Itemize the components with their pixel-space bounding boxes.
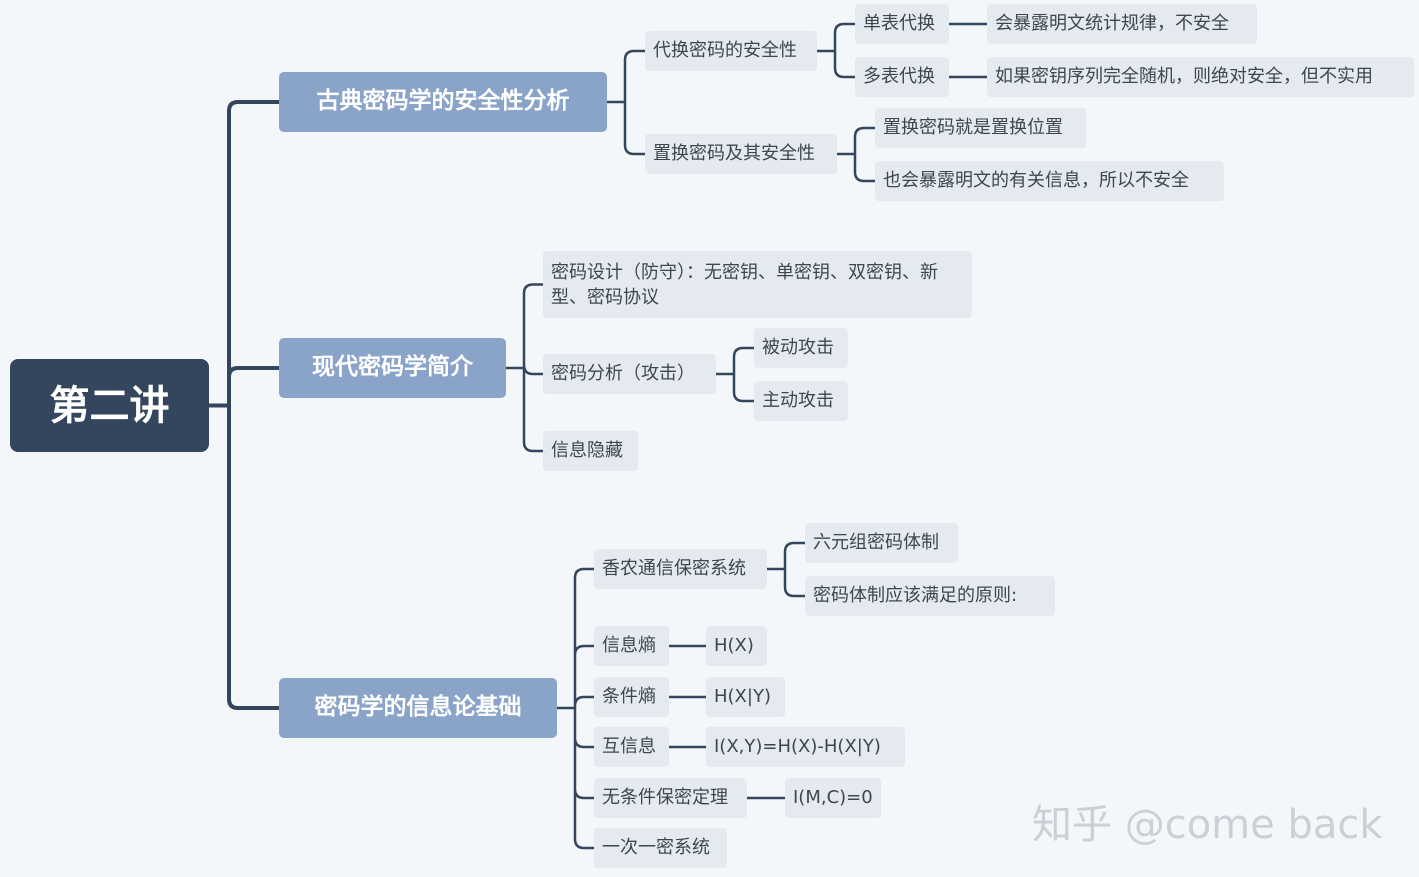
node-polyalphabetic-note[interactable]: 如果密钥序列完全随机，则绝对安全，但不实用 xyxy=(987,57,1414,97)
watermark-text: 知乎 @come back xyxy=(1032,802,1383,848)
connector-root xyxy=(207,100,281,710)
node-conditional-entropy[interactable]: 条件熵 xyxy=(594,677,669,717)
connector-modern xyxy=(504,283,545,453)
node-unconditional-secrecy[interactable]: 无条件保密定理 xyxy=(594,778,747,818)
node-six-tuple[interactable]: 六元组密码体制 xyxy=(805,523,958,563)
connector-transposition xyxy=(835,126,877,183)
branch-information-theory[interactable]: 密码学的信息论基础 xyxy=(279,678,557,738)
node-transposition-definition[interactable]: 置换密码就是置换位置 xyxy=(875,108,1086,148)
node-substitution-security[interactable]: 代换密码的安全性 xyxy=(645,31,817,71)
node-cryptanalysis[interactable]: 密码分析（攻击） xyxy=(543,354,716,394)
node-cipher-principles[interactable]: 密码体制应该满足的原则: xyxy=(805,576,1055,616)
node-passive-attack[interactable]: 被动攻击 xyxy=(754,328,848,368)
node-monoalphabetic[interactable]: 单表代换 xyxy=(855,4,949,44)
node-mutual-information-formula[interactable]: I(X,Y)=H(X)-H(X|Y) xyxy=(706,727,905,767)
connector-information-theory xyxy=(555,567,596,850)
node-shannon-system[interactable]: 香农通信保密系统 xyxy=(594,549,767,589)
node-entropy-formula[interactable]: H(X) xyxy=(706,626,767,666)
node-information-hiding[interactable]: 信息隐藏 xyxy=(543,431,638,471)
branch-classical-security[interactable]: 古典密码学的安全性分析 xyxy=(279,72,607,132)
node-mutual-information[interactable]: 互信息 xyxy=(594,727,669,767)
node-active-attack[interactable]: 主动攻击 xyxy=(754,381,848,421)
connector-substitution xyxy=(815,22,857,79)
node-polyalphabetic[interactable]: 多表代换 xyxy=(855,57,949,97)
node-unconditional-secrecy-formula[interactable]: I(M,C)=0 xyxy=(785,778,881,818)
node-cipher-design[interactable]: 密码设计（防守）：无密钥、单密钥、双密钥、新型、密码协议 xyxy=(543,251,972,318)
connector-shannon xyxy=(765,541,807,598)
node-one-time-pad[interactable]: 一次一密系统 xyxy=(594,828,727,868)
connector-cryptanalysis xyxy=(714,346,756,403)
node-monoalphabetic-note[interactable]: 会暴露明文统计规律，不安全 xyxy=(987,4,1257,44)
node-entropy[interactable]: 信息熵 xyxy=(594,626,669,666)
node-transposition-security[interactable]: 置换密码及其安全性 xyxy=(645,134,837,174)
node-transposition-note[interactable]: 也会暴露明文的有关信息，所以不安全 xyxy=(875,161,1224,201)
node-conditional-entropy-formula[interactable]: H(X|Y) xyxy=(706,677,785,717)
root-node[interactable]: 第二讲 xyxy=(10,359,209,452)
connector-classical xyxy=(605,49,647,156)
branch-modern-intro[interactable]: 现代密码学简介 xyxy=(279,338,506,398)
